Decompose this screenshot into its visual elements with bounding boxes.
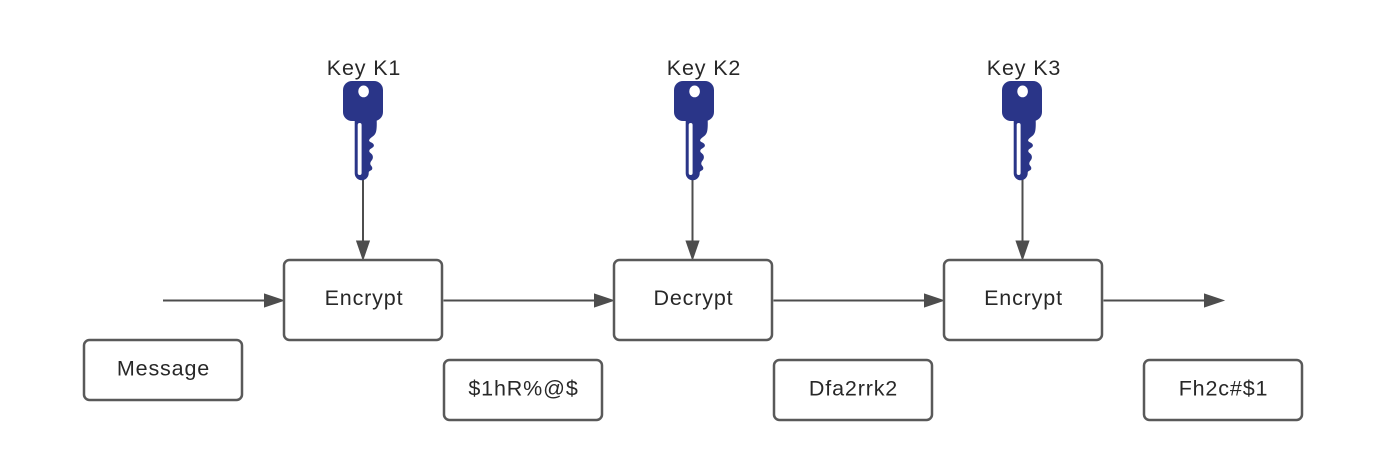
svg-text:Key K1: Key K1 (327, 56, 401, 80)
svg-text:Decrypt: Decrypt (653, 286, 733, 310)
svg-text:Fh2c#$1: Fh2c#$1 (1179, 377, 1269, 401)
svg-text:Encrypt: Encrypt (984, 286, 1063, 310)
svg-text:Message: Message (117, 357, 210, 381)
svg-text:Key K2: Key K2 (667, 56, 741, 80)
svg-text:$1hR%@$: $1hR%@$ (468, 377, 578, 401)
svg-text:Dfa2rrk2: Dfa2rrk2 (809, 377, 898, 401)
svg-text:Encrypt: Encrypt (325, 286, 404, 310)
svg-text:Key K3: Key K3 (987, 56, 1061, 80)
